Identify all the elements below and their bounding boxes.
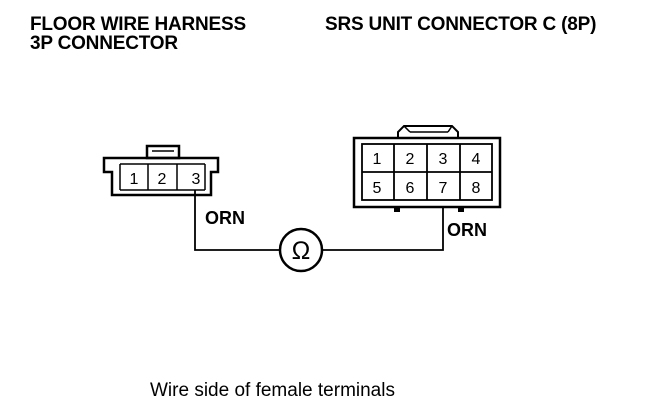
test-wires xyxy=(194,190,462,251)
right-pin-7: 7 xyxy=(439,180,448,197)
srs-unit-8p-connector xyxy=(352,125,502,212)
left-pin-2: 2 xyxy=(158,171,167,188)
right-pin-3: 3 xyxy=(439,151,448,168)
ohm-icon: Ω xyxy=(292,237,311,265)
ohmmeter-circle xyxy=(278,227,324,273)
srs-unit-connector-title: SRS UNIT CONNECTOR C (8P) xyxy=(325,14,597,35)
diagram-caption: Wire side of female terminals xyxy=(150,380,395,401)
floor-harness-3p-connector xyxy=(102,144,220,197)
floor-harness-title: FLOOR WIRE HARNESS 3P CONNECTOR xyxy=(30,15,246,53)
right-pin-8: 8 xyxy=(472,180,481,197)
right-wire-color: ORN xyxy=(447,220,487,240)
right-pin-1: 1 xyxy=(373,151,382,168)
floor-harness-title-line1: FLOOR WIRE HARNESS xyxy=(30,14,246,35)
right-wire xyxy=(322,206,462,251)
right-pin-6: 6 xyxy=(406,180,415,197)
left-pin-1: 1 xyxy=(130,171,139,188)
right-pin-4: 4 xyxy=(472,151,481,168)
left-wire xyxy=(194,190,280,251)
right-pin-5: 5 xyxy=(373,180,382,197)
floor-harness-title-line2: 3P CONNECTOR xyxy=(30,33,178,54)
right-pin-2: 2 xyxy=(406,151,415,168)
ohmmeter: Ω xyxy=(278,227,324,273)
left-wire-color: ORN xyxy=(205,208,245,228)
left-pin-3: 3 xyxy=(192,171,201,188)
